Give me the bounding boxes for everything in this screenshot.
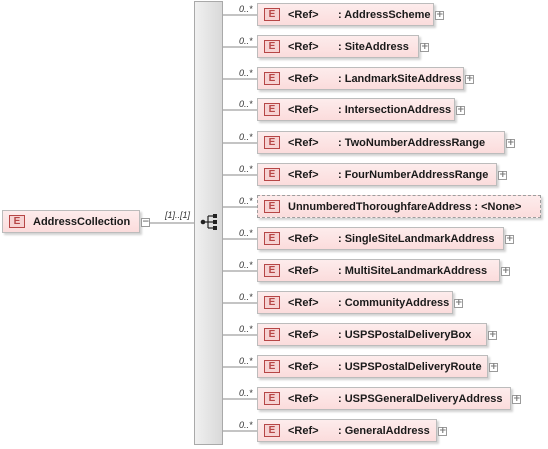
child-multiplicity: 0..* (239, 36, 253, 46)
element-icon: E (264, 392, 280, 405)
child-element-label: : IntersectionAddress (338, 103, 452, 116)
element-icon: E (264, 200, 280, 213)
child-element-node[interactable]: E <Ref> : SingleSiteLandmarkAddress (257, 227, 504, 250)
element-icon: E (264, 360, 280, 373)
child-element-node[interactable]: E <Ref> : IntersectionAddress (257, 98, 455, 121)
element-icon: E (264, 296, 280, 309)
child-multiplicity: 0..* (239, 68, 253, 78)
ref-tag: <Ref> (288, 103, 319, 116)
child-element-label: : AddressScheme (338, 8, 431, 21)
ref-tag: <Ref> (288, 136, 319, 149)
child-multiplicity: 0..* (239, 132, 253, 142)
element-icon: E (264, 136, 280, 149)
child-element-node[interactable]: E <Ref> : FourNumberAddressRange (257, 163, 497, 186)
element-icon: E (264, 103, 280, 116)
child-multiplicity: 0..* (239, 324, 253, 334)
element-icon: E (9, 215, 25, 228)
ref-tag: <Ref> (288, 40, 319, 53)
child-element-label: : LandmarkSiteAddress (338, 72, 462, 85)
ref-tag: <Ref> (288, 296, 319, 309)
expand-icon[interactable]: + (512, 394, 521, 404)
ref-tag: <Ref> (288, 328, 319, 341)
element-icon: E (264, 72, 280, 85)
ref-tag: <Ref> (288, 264, 319, 277)
expand-icon[interactable]: + (454, 298, 463, 308)
child-element-node[interactable]: E <Ref> : LandmarkSiteAddress (257, 67, 464, 90)
child-multiplicity: 0..* (239, 4, 253, 14)
expand-icon[interactable]: + (488, 330, 497, 340)
child-multiplicity: 0..* (239, 356, 253, 366)
expand-icon[interactable]: + (438, 426, 447, 436)
child-multiplicity: 0..* (239, 196, 253, 206)
child-element-node[interactable]: E <Ref> : MultiSiteLandmarkAddress (257, 259, 500, 282)
child-element-node[interactable]: E UnnumberedThoroughfareAddress : <None> (257, 195, 541, 218)
child-element-label: : SingleSiteLandmarkAddress (338, 232, 495, 245)
child-element-node[interactable]: E <Ref> : SiteAddress (257, 35, 419, 58)
child-element-label: : MultiSiteLandmarkAddress (338, 264, 488, 277)
child-multiplicity: 0..* (239, 260, 253, 270)
child-element-label: : GeneralAddress (338, 424, 430, 437)
element-icon: E (264, 424, 280, 437)
child-element-label: : SiteAddress (338, 40, 409, 53)
child-element-node[interactable]: E <Ref> : USPSGeneralDeliveryAddress (257, 387, 511, 410)
root-element-node[interactable]: E AddressCollection (2, 210, 140, 233)
expand-icon[interactable]: + (505, 234, 514, 244)
expand-icon[interactable]: + (489, 362, 498, 372)
element-icon: E (264, 264, 280, 277)
collapse-icon[interactable]: − (141, 217, 150, 227)
element-icon: E (264, 8, 280, 21)
expand-icon[interactable]: + (420, 42, 429, 52)
ref-tag: <Ref> (288, 8, 319, 21)
expand-icon[interactable]: + (498, 170, 507, 180)
child-element-node[interactable]: E <Ref> : GeneralAddress (257, 419, 437, 442)
child-element-label: : FourNumberAddressRange (338, 168, 489, 181)
child-element-node[interactable]: E <Ref> : USPSPostalDeliveryBox (257, 323, 487, 346)
child-element-label: : USPSGeneralDeliveryAddress (338, 392, 503, 405)
child-element-node[interactable]: E <Ref> : CommunityAddress (257, 291, 453, 314)
child-element-label: : TwoNumberAddressRange (338, 136, 486, 149)
child-element-label: : CommunityAddress (338, 296, 450, 309)
child-element-node[interactable]: E <Ref> : TwoNumberAddressRange (257, 131, 505, 154)
child-multiplicity: 0..* (239, 388, 253, 398)
root-element-label: AddressCollection (33, 215, 131, 228)
element-icon: E (264, 40, 280, 53)
ref-tag: <Ref> (288, 72, 319, 85)
child-multiplicity: 0..* (239, 228, 253, 238)
ref-tag: <Ref> (288, 168, 319, 181)
element-icon: E (264, 168, 280, 181)
child-multiplicity: 0..* (239, 164, 253, 174)
expand-icon[interactable]: + (465, 74, 474, 84)
child-element-label: UnnumberedThoroughfareAddress : <None> (288, 200, 522, 213)
child-element-node[interactable]: E <Ref> : AddressScheme (257, 3, 434, 26)
child-element-label: : USPSPostalDeliveryBox (338, 328, 472, 341)
ref-tag: <Ref> (288, 424, 319, 437)
element-icon: E (264, 328, 280, 341)
expand-icon[interactable]: + (501, 266, 510, 276)
child-multiplicity: 0..* (239, 292, 253, 302)
element-icon: E (264, 232, 280, 245)
child-element-node[interactable]: E <Ref> : USPSPostalDeliveryRoute (257, 355, 488, 378)
sequence-multiplicity: [1]..[1] (165, 210, 191, 220)
child-multiplicity: 0..* (239, 420, 253, 430)
sequence-icon (200, 214, 217, 230)
child-multiplicity: 0..* (239, 99, 253, 109)
ref-tag: <Ref> (288, 392, 319, 405)
expand-icon[interactable]: + (506, 138, 515, 148)
expand-icon[interactable]: + (435, 10, 444, 20)
ref-tag: <Ref> (288, 360, 319, 373)
expand-icon[interactable]: + (456, 105, 465, 115)
ref-tag: <Ref> (288, 232, 319, 245)
child-element-label: : USPSPostalDeliveryRoute (338, 360, 482, 373)
